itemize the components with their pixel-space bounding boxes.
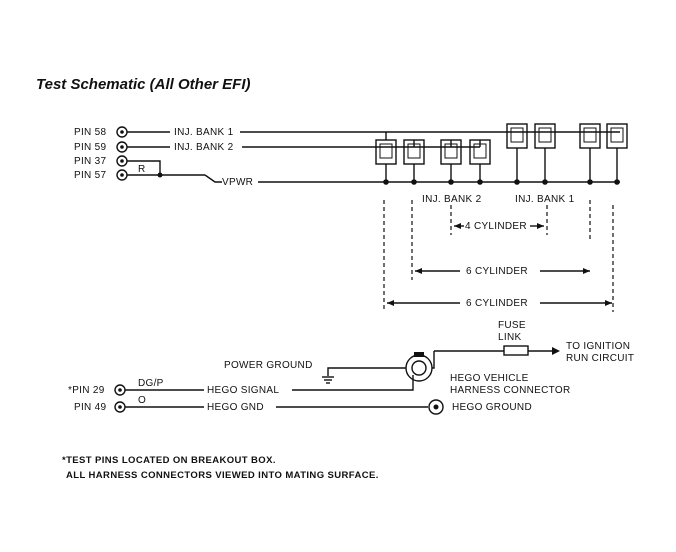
pin-49-terminal xyxy=(114,401,126,413)
4-cylinder-span-arrow xyxy=(454,223,544,229)
inj-bank2-wire-label: INJ. BANK 2 xyxy=(174,142,234,153)
junction-dot xyxy=(157,172,163,178)
injector-connector-8 xyxy=(606,123,628,182)
injector-connector-6 xyxy=(534,123,556,182)
vpwr-junction-1 xyxy=(383,179,389,185)
injector-connector-7 xyxy=(579,123,601,182)
hego-harness-connector xyxy=(398,351,435,382)
fuse-link-label-2: LINK xyxy=(498,332,521,343)
injector-connector-1 xyxy=(375,132,397,182)
pin-37-terminal xyxy=(116,155,128,167)
pin-29-label: *PIN 29 xyxy=(68,385,105,396)
hego-gnd-label: HEGO GND xyxy=(207,402,264,413)
vpwr-wire xyxy=(204,174,222,183)
footnote-line-1: *TEST PINS LOCATED ON BREAKOUT BOX. xyxy=(62,455,276,466)
injector-connector-2 xyxy=(403,139,425,182)
jumper-wire-color-label: R xyxy=(138,164,146,175)
6-cylinder-label-a: 6 CYLINDER xyxy=(466,266,528,277)
ignition-label-1: TO IGNITION xyxy=(566,341,630,352)
vpwr-junction-2 xyxy=(411,179,417,185)
6-cylinder-span-arrow-b xyxy=(387,300,612,306)
pin-59-terminal xyxy=(116,141,128,153)
fuse-link xyxy=(434,345,560,356)
bank2-group-label: INJ. BANK 2 xyxy=(422,194,482,205)
injector-connector-5 xyxy=(506,123,528,182)
injector-connector-4 xyxy=(469,139,491,182)
hego-ground-terminal xyxy=(428,399,444,415)
hego-signal-label: HEGO SIGNAL xyxy=(207,385,279,396)
ignition-label-2: RUN CIRCUIT xyxy=(566,353,634,364)
pin-57-terminal xyxy=(116,169,128,181)
hego-connector-label-1: HEGO VEHICLE xyxy=(450,373,529,384)
vpwr-junction-7 xyxy=(587,179,593,185)
hego-signal-wire-color-label: DG/P xyxy=(138,378,164,389)
fuse-link-label-1: FUSE xyxy=(498,320,526,331)
vpwr-junction-3 xyxy=(448,179,454,185)
power-ground-label: POWER GROUND xyxy=(224,360,313,371)
vpwr-wire-label: VPWR xyxy=(222,177,253,188)
6-cylinder-span-arrow-a xyxy=(415,268,590,274)
vpwr-junction-6 xyxy=(542,179,548,185)
pin-58-label: PIN 58 xyxy=(74,127,107,138)
bank1-group-label: INJ. BANK 1 xyxy=(515,194,575,205)
hego-connector-label-2: HARNESS CONNECTOR xyxy=(450,385,571,396)
pin-37-label: PIN 37 xyxy=(74,156,107,167)
pin-58-terminal xyxy=(116,126,128,138)
schematic-title: Test Schematic (All Other EFI) xyxy=(36,76,251,93)
vpwr-junction-4 xyxy=(477,179,483,185)
power-ground-symbol xyxy=(322,367,398,384)
vpwr-junction-8 xyxy=(614,179,620,185)
hego-ground-label: HEGO GROUND xyxy=(452,402,532,413)
hego-gnd-wire-color-label: O xyxy=(138,395,146,406)
inj-bank1-wire-label: INJ. BANK 1 xyxy=(174,127,234,138)
injector-connector-3 xyxy=(440,139,462,182)
vpwr-junction-5 xyxy=(514,179,520,185)
pin-49-label: PIN 49 xyxy=(74,402,107,413)
footnote-line-2: ALL HARNESS CONNECTORS VIEWED INTO MATIN… xyxy=(66,470,379,481)
pin-59-label: PIN 59 xyxy=(74,142,107,153)
pin-57-label: PIN 57 xyxy=(74,170,107,181)
hego-signal-wire xyxy=(125,375,414,391)
4-cylinder-label: 4 CYLINDER xyxy=(465,221,527,232)
pin37-pin57-jumper xyxy=(127,160,620,183)
pin-29-terminal xyxy=(114,384,126,396)
6-cylinder-label-b: 6 CYLINDER xyxy=(466,298,528,309)
